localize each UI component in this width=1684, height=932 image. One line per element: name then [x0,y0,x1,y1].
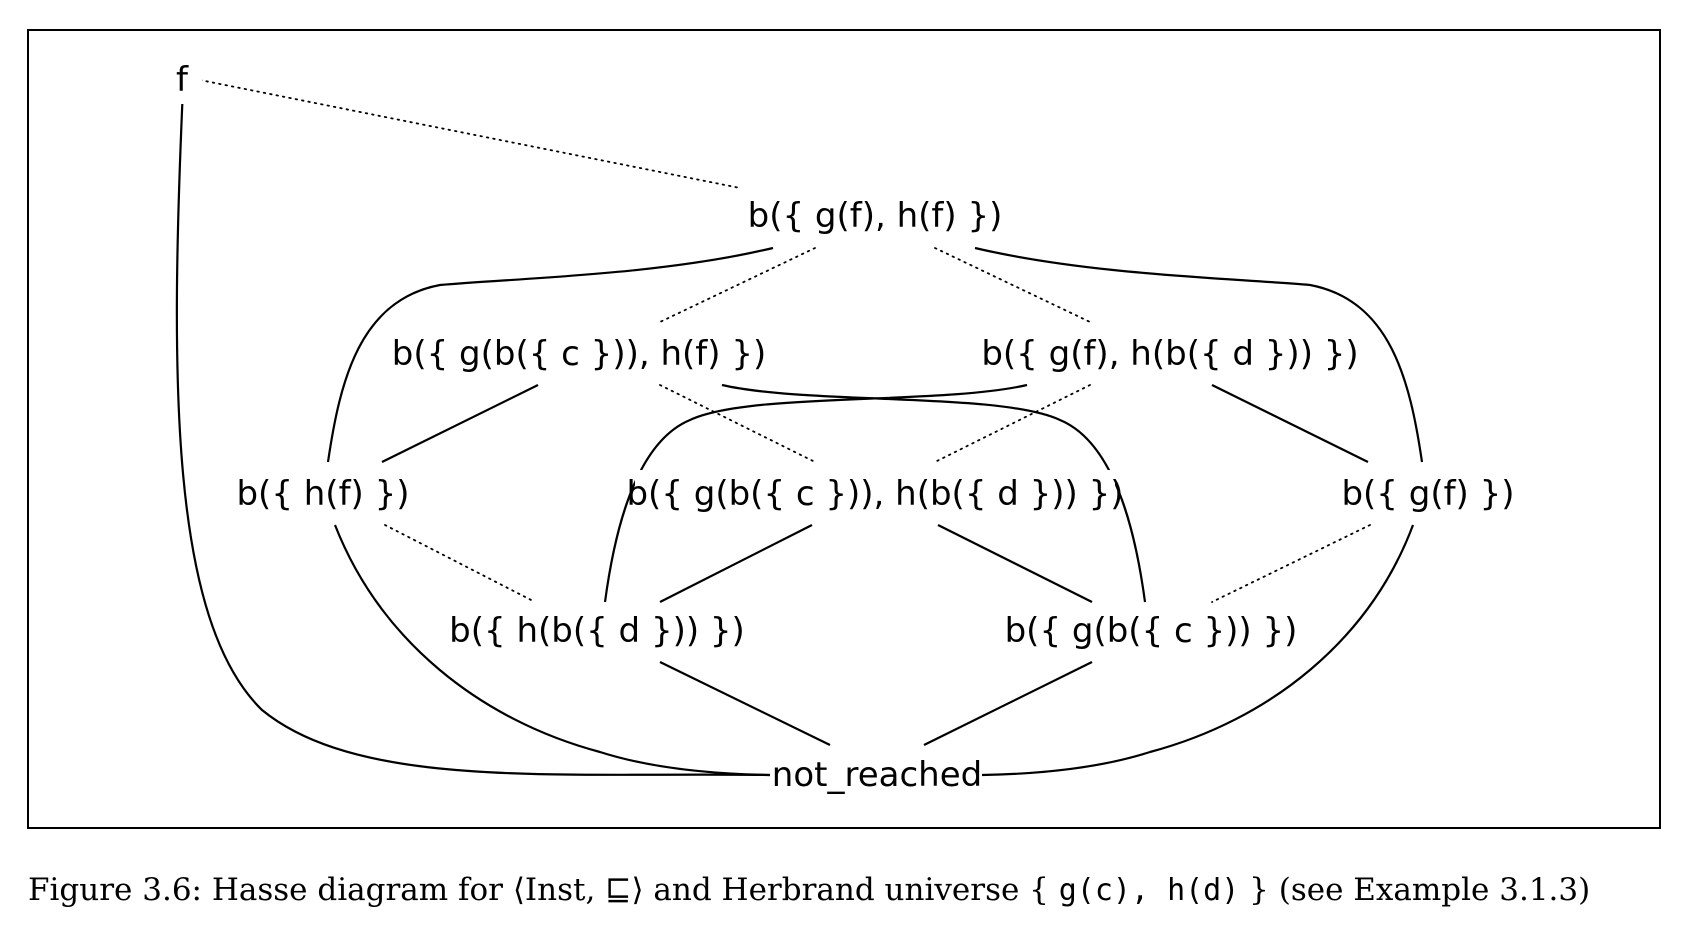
edge-f-bottom [175,87,771,777]
node-low-left: b({ h(b({ d })) }) [449,611,745,651]
figure-caption: Figure 3.6: Hasse diagram for ⟨Inst, ⊑⟩ … [28,872,1590,908]
edge-upper-left-mid-center [659,384,816,463]
node-top: b({ g(f), h(f) }) [748,196,1003,236]
caption-term-1: g(c), [1059,873,1149,908]
caption-term-2: h(d) [1167,873,1239,908]
node-f: f [176,60,189,100]
caption-prefix: Figure 3.6: Hasse diagram for ⟨Inst, ⊑⟩ … [28,872,1059,908]
edge-mid-left-bottom [333,524,771,777]
edge-top-mid-left [326,246,774,463]
edge-top-mid-right [974,246,1424,463]
edge-upper-right-mid-center [934,384,1091,463]
edge-top-upper-right [934,247,1091,323]
edge-upper-right-low-left [603,383,1028,603]
node-mid-left: b({ h(f) }) [236,474,409,514]
node-bottom: not_reached [772,755,982,795]
edge-upper-left-mid-left [381,384,539,463]
edge-mid-center-low-right [937,524,1093,603]
node-upper-right: b({ g(f), h(b({ d })) }) [981,334,1358,374]
edge-low-right-bottom [923,661,1093,746]
edge-upper-right-mid-right [1211,384,1369,463]
edge-low-left-bottom [659,661,831,746]
node-mid-right: b({ g(f) }) [1341,474,1514,514]
edge-upper-left-low-right [721,383,1147,603]
edge-f-top [199,79,741,189]
diagram-border [27,29,1661,829]
edge-mid-right-low-right [1211,524,1371,603]
caption-suffix: } (see Example 3.1.3) [1239,872,1590,908]
edge-mid-right-bottom [981,524,1415,777]
edge-mid-center-low-left [659,524,813,603]
edge-top-upper-left [659,247,816,323]
node-mid-center: b({ g(b({ c })), h(b({ d })) }) [626,474,1123,514]
node-upper-left: b({ g(b({ c })), h(f) }) [392,334,766,374]
node-low-right: b({ g(b({ c })) }) [1005,611,1298,651]
edge-mid-left-low-left [384,524,536,603]
